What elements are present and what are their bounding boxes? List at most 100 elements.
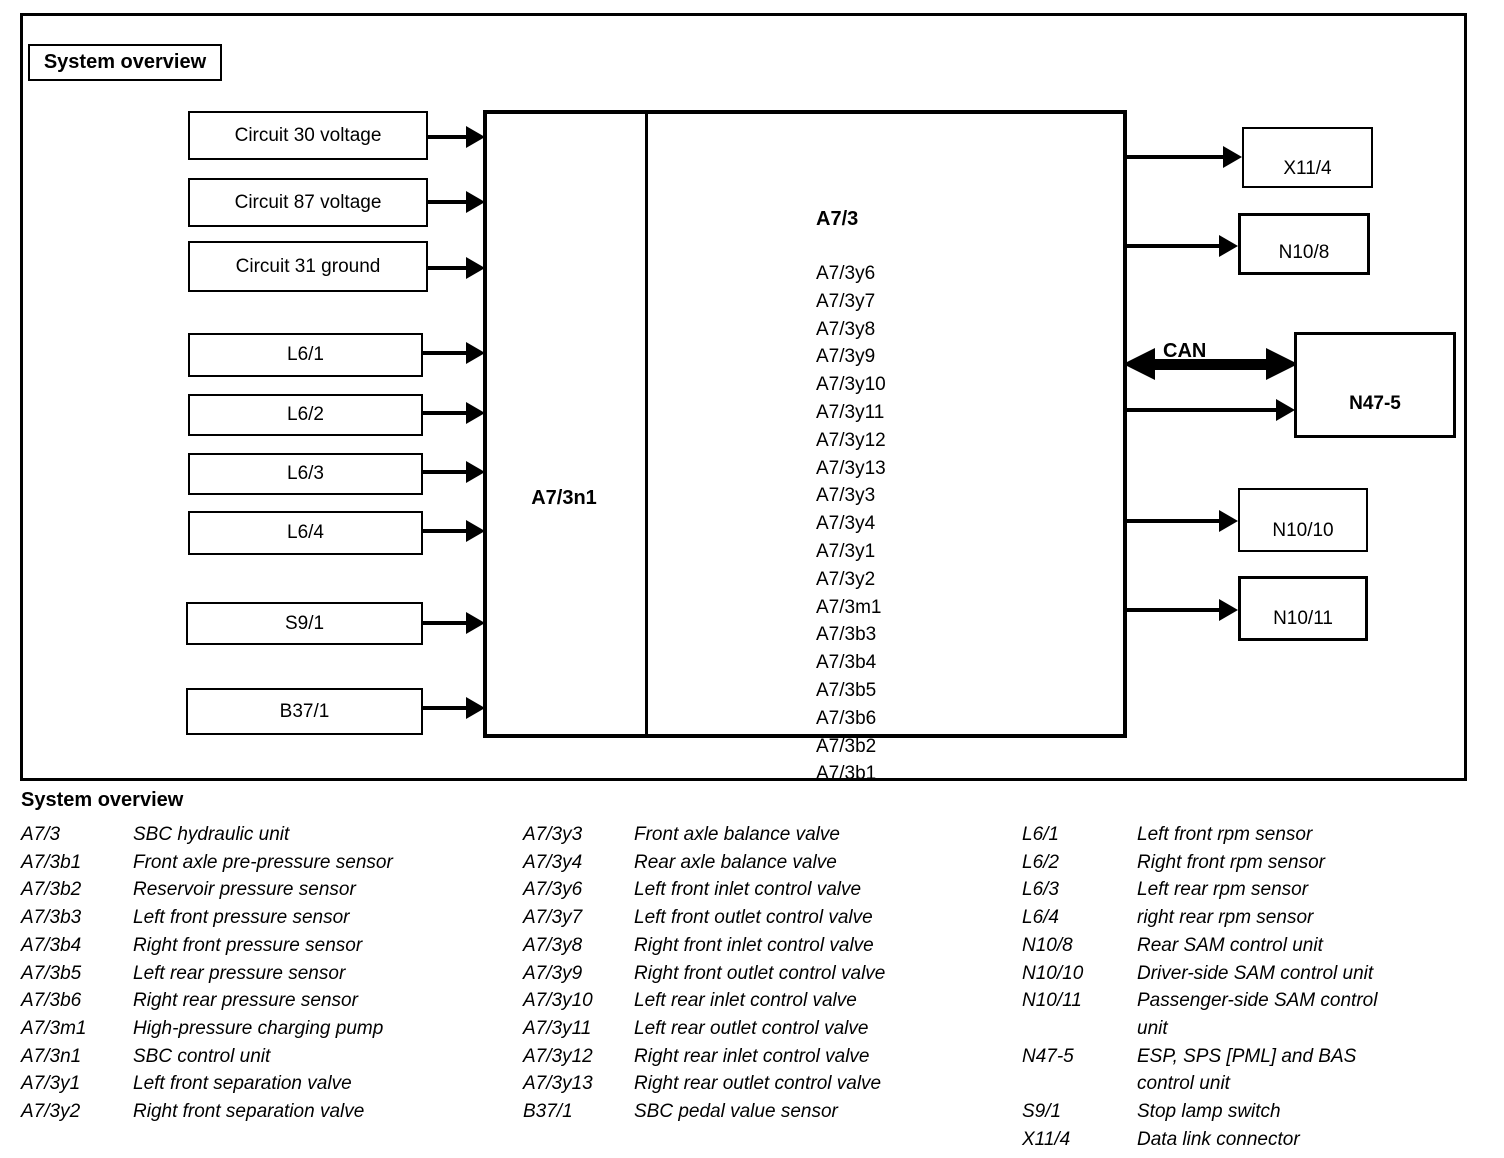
legend-code: N10/8 <box>1022 934 1073 956</box>
legend-code: A7/3y1 <box>21 1073 81 1095</box>
legend-entry: A7/3 SBC hydraulic unit <box>21 821 521 849</box>
legend-code: A7/3b1 <box>21 851 82 873</box>
arrow-circuit30-to-sbc <box>428 126 485 148</box>
sbc-control-unit-label: A7/3n1 <box>531 487 597 509</box>
legend-code: A7/3n1 <box>21 1045 82 1067</box>
legend-code: A7/3 <box>21 824 61 845</box>
legend-code: B37/1 <box>523 1101 573 1123</box>
component-item: A7/3y10 <box>816 374 886 396</box>
legend-entry: N47-5 ESP, SPS [PML] and BAS control unit <box>1022 1043 1482 1098</box>
legend-desc: Left rear inlet control valve <box>634 990 857 1012</box>
legend-entry: A7/3n1 SBC control unit <box>21 1043 521 1071</box>
legend-code: L6/2 <box>1022 851 1059 873</box>
component-item: A7/3y8 <box>816 318 876 340</box>
component-item: A7/3y12 <box>816 429 886 451</box>
component-item: A7/3y7 <box>816 290 876 312</box>
arrow-l6-2-to-sbc <box>423 402 485 424</box>
legend-code: L6/4 <box>1022 907 1059 929</box>
legend-code: A7/3y9 <box>523 962 583 984</box>
legend-code: A7/3y4 <box>523 851 583 873</box>
component-item: A7/3y1 <box>816 540 876 562</box>
legend-code: A7/3y2 <box>21 1101 81 1123</box>
component-item: A7/3b3 <box>816 624 877 646</box>
arrow-l6-1-to-sbc <box>423 342 485 364</box>
output-box-n10-8: N10/8 <box>1238 213 1370 275</box>
legend-code: N47-5 <box>1022 1045 1074 1067</box>
legend-desc: Right rear pressure sensor <box>133 990 358 1012</box>
legend-desc: Left rear pressure sensor <box>133 962 346 984</box>
arrow-sbc-to-n10-10 <box>1127 510 1238 532</box>
legend-code: A7/3y6 <box>523 879 583 901</box>
legend-desc: SBC control unit <box>133 1045 271 1067</box>
legend-desc: Passenger-side SAM control unit <box>1137 990 1378 1039</box>
output-box-x11-4: X11/4 <box>1242 127 1373 188</box>
arrow-l6-3-to-sbc <box>423 461 485 483</box>
diagram-title: System overview <box>28 44 222 81</box>
component-item: A7/3b1 <box>816 763 877 785</box>
legend-code: A7/3y3 <box>523 824 583 845</box>
legend-desc: Right rear outlet control valve <box>634 1073 882 1095</box>
sbc-hydraulic-unit-box <box>483 110 1127 738</box>
legend-desc: Reservoir pressure sensor <box>133 879 356 901</box>
legend-code: S9/1 <box>1022 1101 1062 1123</box>
legend-desc: ESP, SPS [PML] and BAS control unit <box>1137 1045 1357 1095</box>
legend-desc: Driver-side SAM control unit <box>1137 962 1374 984</box>
component-item: A7/3b6 <box>816 707 877 729</box>
arrow-circuit87-to-sbc <box>428 191 485 213</box>
legend-code: A7/3b5 <box>21 962 82 984</box>
central-box-divider <box>645 110 648 738</box>
legend-code: N10/11 <box>1022 990 1082 1012</box>
legend-code: A7/3m1 <box>21 1017 87 1039</box>
legend-code: A7/3y10 <box>523 990 593 1012</box>
can-arrowhead-right <box>1266 348 1298 380</box>
legend-code: A7/3b2 <box>21 879 82 901</box>
legend-desc: Left rear rpm sensor <box>1137 879 1309 901</box>
legend-heading: System overview <box>21 789 184 811</box>
legend-code: A7/3b3 <box>21 907 82 929</box>
component-item: A7/3y6 <box>816 263 876 284</box>
legend-entry: A7/3b2 Reservoir pressure sensor <box>21 876 521 904</box>
legend-desc: Right front outlet control valve <box>634 962 886 984</box>
component-item: A7/3y13 <box>816 457 886 479</box>
legend-desc: Right front inlet control valve <box>634 934 874 956</box>
input-box-circuit-31: Circuit 31 ground <box>188 241 428 292</box>
diagram-outer-border <box>20 13 1467 781</box>
component-item: A7/3m1 <box>816 596 882 618</box>
legend-entry: N10/11 Passenger-side SAM control unit <box>1022 987 1482 1042</box>
arrow-sbc-to-x11-4 <box>1127 146 1242 168</box>
legend-entry: A7/3y10 Left rear inlet control valve <box>523 987 1018 1015</box>
can-arrow-shaft <box>1151 359 1270 370</box>
legend-desc: Left front outlet control valve <box>634 907 873 929</box>
legend-desc: right rear rpm sensor <box>1137 907 1314 929</box>
legend-code: L6/3 <box>1022 879 1059 901</box>
legend-desc: Left rear outlet control valve <box>634 1017 869 1039</box>
component-item: A7/3b4 <box>816 652 877 674</box>
legend-entry: A7/3m1 High-pressure charging pump <box>21 1015 521 1043</box>
legend-entry: L6/3 Left rear rpm sensor <box>1022 876 1482 904</box>
arrow-sbc-to-n47-5 <box>1127 399 1295 421</box>
input-box-circuit-87: Circuit 87 voltage <box>188 178 428 227</box>
component-item: A7/3y9 <box>816 346 876 368</box>
legend-code: A7/3y12 <box>523 1045 593 1067</box>
arrow-sbc-to-n10-11 <box>1127 599 1238 621</box>
legend-desc: SBC hydraulic unit <box>133 824 290 845</box>
hydraulic-unit-label: A7/3 <box>816 208 859 230</box>
legend-desc: Right front pressure sensor <box>133 934 363 956</box>
legend-code: A7/3y8 <box>523 934 583 956</box>
legend-desc: Front axle balance valve <box>634 824 840 845</box>
legend-desc: High-pressure charging pump <box>133 1017 384 1039</box>
component-list: A7/3y6 A7/3y7 A7/3y8 A7/3y9 A7/3y10 A7/3… <box>816 260 886 788</box>
